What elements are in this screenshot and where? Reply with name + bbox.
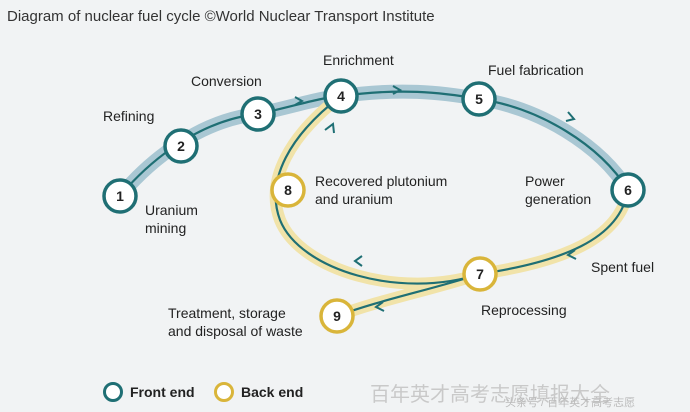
svg-text:8: 8 [284,182,292,198]
label-reprocessing: Reprocessing [481,302,567,318]
node-recovered-plutonium-uranium: 8 [270,172,306,208]
back-end-ring-icon [214,382,234,402]
svg-text:3: 3 [254,106,262,122]
label-conversion: Conversion [191,73,262,89]
watermark-text: 百年英才高考志愿填报大全 [370,382,610,406]
label-refining: Refining [103,108,154,124]
svg-text:7: 7 [476,266,484,282]
node-refining: 2 [163,128,199,164]
node-reprocessing: 7 [462,256,498,292]
recycle-loop-path [274,95,630,285]
svg-text:4: 4 [337,88,345,104]
fuel-cycle-diagram: 1 2 3 4 5 6 7 8 [102,52,654,339]
arrow-head [565,111,576,122]
label-fuel-fabrication: Fuel fabrication [488,62,584,78]
diagram-title: Diagram of nuclear fuel cycle ©World Nuc… [7,8,435,25]
arrow-head [566,249,577,260]
legend-front-end-label: Front end [130,384,195,400]
arrow-head [324,122,335,134]
arrow-head [374,301,385,312]
node-waste-treatment: 9 [319,298,355,334]
label-spent-fuel: Spent fuel [591,259,654,275]
arrow-head [294,96,305,106]
svg-text:2: 2 [177,138,185,154]
svg-text:6: 6 [624,182,632,198]
svg-text:9: 9 [333,308,341,324]
node-uranium-mining: 1 [102,178,138,214]
node-power-generation: 6 [610,172,646,208]
arrow-head [353,255,363,267]
legend-back-end: Back end [214,381,303,403]
node-conversion: 3 [240,96,276,132]
node-enrichment: 4 [323,78,359,114]
label-enrichment: Enrichment [323,52,394,68]
legend-back-end-label: Back end [241,384,304,400]
credit-text: 头条号 / 百年英才高考志愿 [505,397,636,409]
svg-text:5: 5 [475,91,483,107]
svg-text:1: 1 [116,188,124,204]
flow-arrows [294,85,577,312]
node-fuel-fabrication: 5 [461,81,497,117]
legend: Front end Back end [0,370,690,412]
front-end-ring-icon [103,382,123,402]
arrow-head [392,85,403,95]
legend-front-end: Front end [103,381,195,403]
